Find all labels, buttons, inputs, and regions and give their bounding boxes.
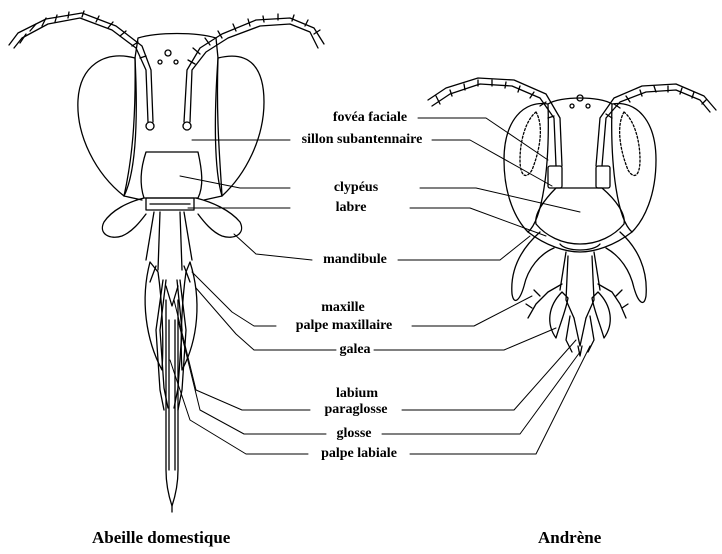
honeybee-right-antenna — [184, 14, 324, 122]
andrena-left-maxillary-palp — [526, 284, 562, 318]
caption-andrene: Andrène — [538, 528, 601, 548]
label-mandibule: mandibule — [312, 253, 398, 267]
andrena-left-eye — [504, 103, 548, 232]
andrena-left-galea — [550, 292, 568, 338]
label-labre: labre — [292, 201, 410, 215]
andrena-clypeus — [536, 188, 625, 244]
label-palpe-maxillaire: palpe maxillaire — [276, 319, 412, 333]
andrena-left-antenna — [428, 78, 562, 166]
label-galea: galea — [336, 343, 374, 357]
honeybee-left-mandible — [102, 198, 146, 237]
label-maxille: maxille — [300, 301, 386, 315]
label-glosse: glosse — [326, 427, 382, 441]
label-labium: labium — [320, 387, 394, 401]
label-fovea-faciale: fovéa faciale — [320, 111, 420, 125]
label-sillon-subantennaire: sillon subantennaire — [290, 133, 434, 147]
honeybee-right-eye — [215, 56, 264, 196]
caption-abeille-domestique: Abeille domestique — [92, 528, 230, 548]
label-clypeus: clypéus — [292, 181, 420, 195]
label-palpe-labiale: palpe labiale — [308, 447, 410, 461]
honeybee-left-galea — [145, 262, 163, 370]
honeybee-head — [9, 11, 324, 512]
honeybee-glossa — [166, 300, 178, 506]
honeybee-left-antenna — [9, 11, 153, 122]
andrena-labrum — [560, 244, 600, 250]
andrena-right-eye — [612, 103, 656, 232]
label-paraglosse: paraglosse — [310, 403, 402, 417]
andrena-right-galea — [592, 292, 610, 338]
andrena-head — [428, 78, 716, 356]
andrena-left-mandible — [512, 232, 554, 300]
honeybee-clypeus — [141, 152, 202, 198]
andrena-right-maxillary-palp — [598, 284, 628, 318]
honeybee-right-mandible — [196, 198, 242, 237]
